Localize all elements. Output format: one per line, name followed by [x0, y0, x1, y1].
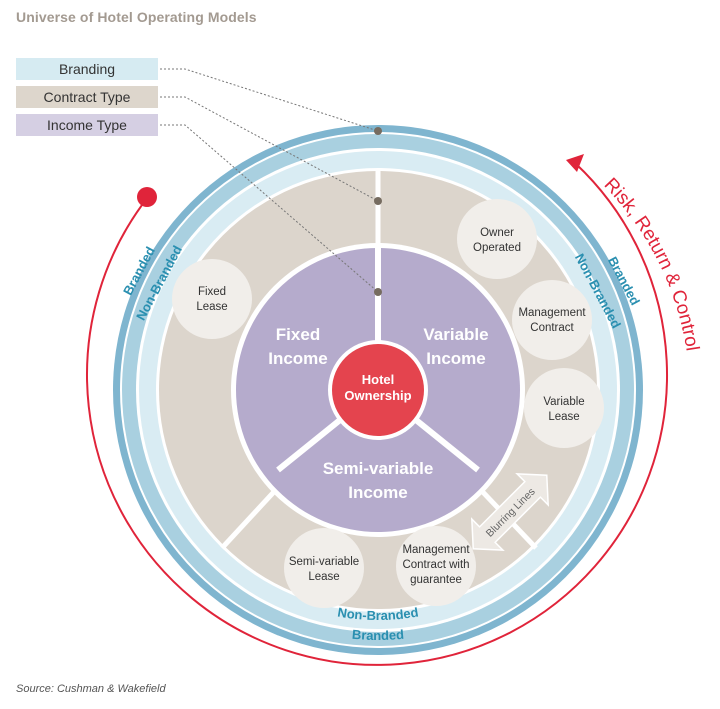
management-contract-line1: Management: [518, 307, 586, 319]
mgmt-guarantee-line2: Contract with: [402, 559, 469, 571]
legend-contract-type: Contract Type: [16, 86, 158, 108]
center-line1: Hotel: [362, 372, 395, 387]
risk-arrowhead: [566, 154, 584, 172]
legend-income-type: Income Type: [16, 114, 158, 136]
connector-dot-contract: [374, 197, 382, 205]
bubble-fixed-lease: Fixed Lease: [172, 259, 252, 339]
bubble-mgmt-guarantee: Management Contract with guarantee: [396, 526, 476, 606]
owner-operated-line2: Operated: [473, 242, 521, 254]
connector-dot-branding: [374, 127, 382, 135]
fixed-income-line2: Income: [268, 349, 328, 368]
connector-dot-income: [374, 288, 382, 296]
connector-income: [160, 124, 379, 293]
owner-operated-line1: Owner: [480, 227, 514, 239]
legend-branding: Branding: [16, 58, 158, 80]
semi-variable-lease-line2: Lease: [308, 571, 339, 583]
management-contract-line2: Contract: [530, 322, 574, 334]
bubble-semi-variable-lease: Semi-variable Lease: [284, 528, 364, 608]
semi-income-line2: Income: [348, 483, 408, 502]
risk-arc: [86, 162, 669, 666]
fixed-income-line1: Fixed: [276, 325, 320, 344]
fixed-lease-line1: Fixed: [198, 286, 226, 298]
ring-non-branded-bottom: Non-Branded: [337, 605, 420, 624]
variable-income-line2: Income: [426, 349, 486, 368]
variable-lease-line1: Variable: [543, 396, 584, 408]
center-circle: [332, 344, 424, 436]
bubble-variable-lease: Variable Lease: [524, 368, 604, 448]
connector-contract: [160, 96, 379, 202]
income-divider-right: [414, 417, 480, 473]
semi-income-line1: Semi-variable: [323, 459, 434, 478]
source-note: Source: Cushman & Wakefield: [16, 683, 166, 695]
bubble-owner-operated: Owner Operated: [457, 199, 537, 279]
variable-income-line1: Variable: [423, 325, 488, 344]
fixed-lease-line2: Lease: [196, 301, 227, 313]
mgmt-guarantee-line3: guarantee: [410, 574, 462, 586]
center-line2: Ownership: [344, 388, 411, 403]
income-divider-left: [276, 417, 342, 473]
semi-variable-lease-line1: Semi-variable: [289, 556, 359, 568]
page-title: Universe of Hotel Operating Models: [16, 9, 257, 25]
risk-start-dot: [137, 187, 157, 207]
ring-branded-bottom: Branded: [351, 627, 404, 643]
mgmt-guarantee-line1: Management: [402, 544, 470, 556]
bubble-management-contract: Management Contract: [512, 280, 592, 360]
variable-lease-line2: Lease: [548, 411, 579, 423]
connector-branding: [160, 68, 379, 132]
